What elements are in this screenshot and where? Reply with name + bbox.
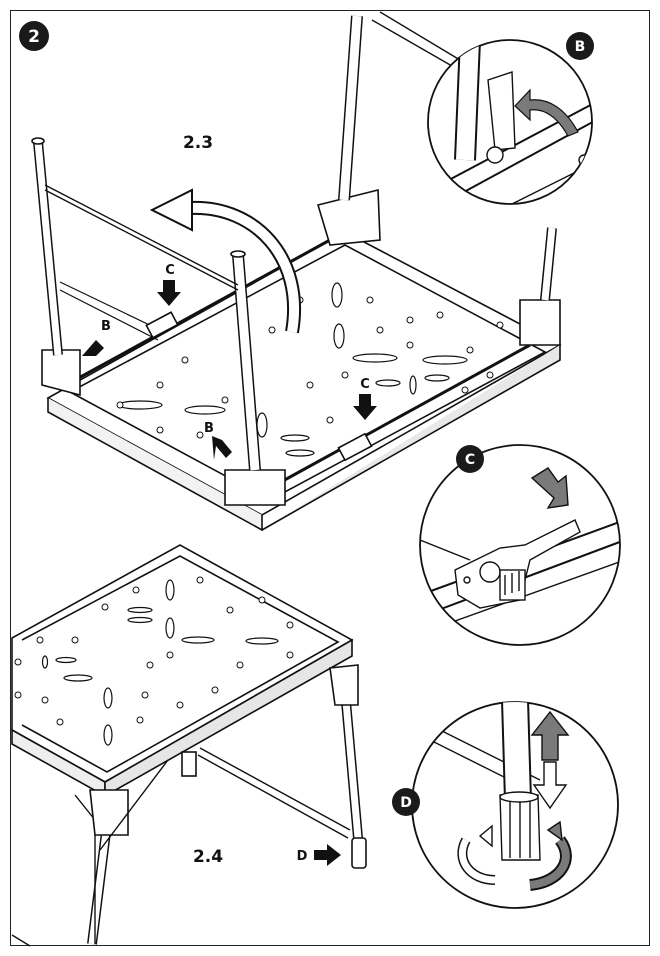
page-frame (10, 10, 650, 946)
detail-circle-c: C (419, 444, 621, 646)
diagonal-arrow-icon (212, 436, 232, 460)
down-arrow-icon (530, 467, 569, 509)
upright-table (11, 544, 367, 947)
curved-rotate-arrow-icon (514, 88, 579, 137)
diagonal-arrow-icon (82, 340, 104, 356)
callout-d-badge: D (400, 795, 412, 811)
inverted-table (31, 11, 562, 532)
curved-rotate-arrow-icon (149, 188, 301, 334)
detail-circle-b: B (427, 32, 594, 205)
up-arrow-icon (530, 710, 570, 761)
callout-b-badge: B (575, 39, 586, 55)
rotate-arrows-icon (478, 824, 493, 848)
label-c-upper-right: C (360, 377, 370, 392)
down-arrow-icon (532, 761, 568, 810)
step-2-4-label: 2.4 (193, 847, 223, 867)
step-2-3-label: 2.3 (183, 133, 213, 153)
detail-circle-d: D (392, 701, 619, 909)
label-c-upper-left: C (165, 263, 175, 278)
right-arrow-icon (314, 844, 341, 866)
label-b-upper-bottom: B (204, 421, 214, 436)
callout-c-badge: C (465, 452, 475, 468)
label-b-upper-left: B (101, 319, 111, 334)
label-d-lower: D (297, 849, 308, 864)
rotate-arrows-icon (546, 820, 563, 842)
down-arrow-icon (353, 394, 377, 420)
down-arrow-icon (157, 280, 181, 306)
step-number: 2 (28, 27, 40, 47)
step-badge-icon: 2 (19, 21, 49, 51)
